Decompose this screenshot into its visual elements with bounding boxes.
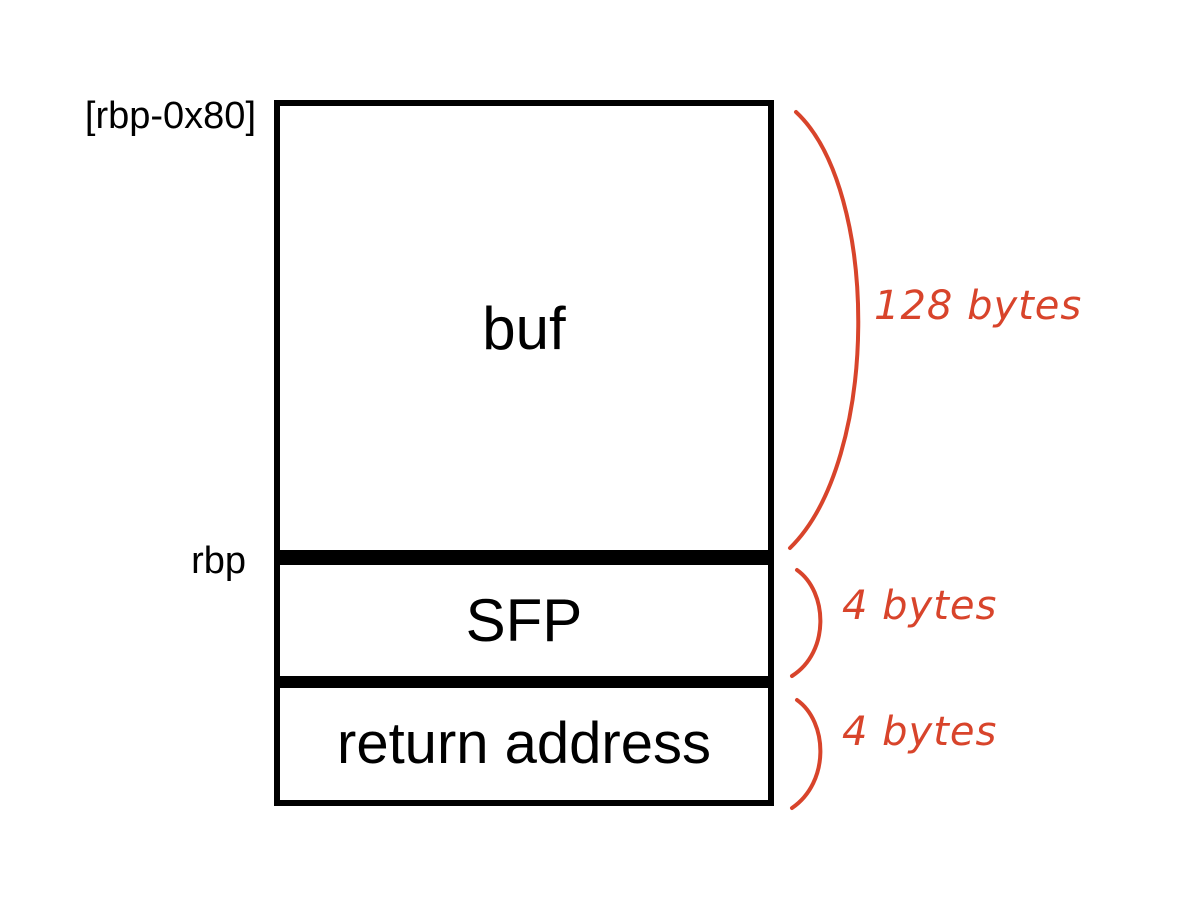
return-address-size-label: 4 bytes: [842, 709, 998, 755]
sfp-cell: SFP: [274, 559, 774, 682]
return-address-brace: [790, 698, 823, 810]
return-address-label: return address: [337, 711, 711, 776]
address-rbp-label: rbp: [191, 540, 246, 582]
sfp-brace: [790, 568, 823, 678]
sfp-label: SFP: [465, 586, 583, 654]
address-top-label: [rbp-0x80]: [84, 95, 256, 137]
return-address-cell: return address: [274, 682, 774, 806]
buf-cell: buf: [274, 100, 774, 558]
buf-size-label: 128 bytes: [874, 283, 1083, 329]
buf-label: buf: [482, 295, 566, 362]
sfp-size-label: 4 bytes: [842, 583, 998, 629]
buf-brace: [788, 110, 861, 550]
stack-frame: buf SFP return address: [274, 100, 774, 806]
